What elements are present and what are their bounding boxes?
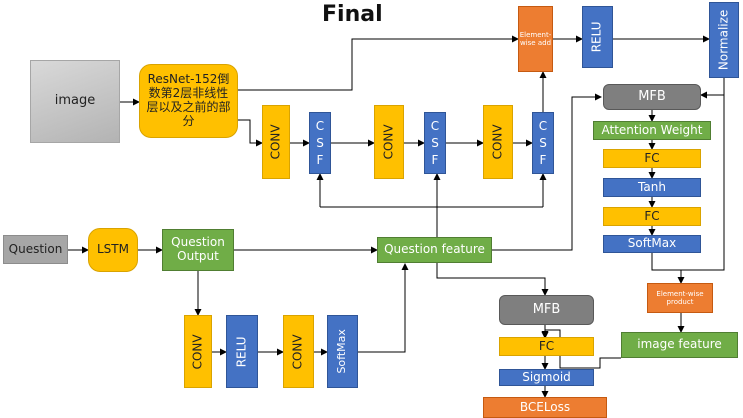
softmax-label: SoftMax (335, 329, 349, 374)
conv-label: CONV (268, 124, 283, 160)
csf-f: F (539, 152, 547, 167)
question-output-node: Question Output (162, 229, 234, 271)
image-feature-node: image feature (621, 332, 738, 358)
conv-label: CONV (290, 333, 305, 369)
conv-node-2: CONV (374, 105, 404, 179)
fc-node-2: FC (603, 207, 701, 226)
diagram-title: Final (322, 2, 383, 27)
conv-node-1: CONV (262, 105, 290, 179)
fc-node-lower: FC (499, 337, 594, 356)
normalize-node: Normalize (709, 2, 739, 78)
conv-label: CONV (490, 124, 505, 160)
attention-weight-node: Attention Weight (593, 121, 711, 140)
csf-c: C (315, 118, 325, 133)
csf-node-3: C S F (532, 112, 554, 174)
sigmoid-node: Sigmoid (499, 369, 594, 386)
question-node: Question (3, 235, 68, 264)
image-node: image (30, 60, 120, 143)
softmax-node-right: SoftMax (603, 235, 701, 253)
csf-s: S (539, 135, 547, 150)
relu-node-top: RELU (582, 6, 613, 68)
csf-c: C (538, 118, 548, 133)
conv-label: CONV (190, 333, 205, 369)
csf-node-2: C S F (424, 112, 446, 174)
conv-node-lower-2: CONV (283, 315, 314, 388)
conv-node-lower-1: CONV (184, 315, 212, 388)
question-feature-node: Question feature (377, 237, 492, 263)
csf-f: F (431, 152, 439, 167)
conv-node-3: CONV (483, 105, 513, 179)
relu-node-lower: RELU (226, 315, 258, 388)
normalize-label: Normalize (716, 9, 731, 71)
bceloss-node: BCELoss (483, 397, 607, 418)
elementwise-add-node: Element-wise add (518, 6, 553, 72)
lstm-node: LSTM (88, 228, 138, 272)
elementwise-product-node: Element-wise product (647, 283, 713, 313)
tanh-node: Tanh (603, 178, 701, 197)
csf-f: F (316, 152, 324, 167)
mfb-node-lower: MFB (499, 295, 594, 325)
csf-c: C (430, 118, 440, 133)
csf-s: S (431, 135, 439, 150)
resnet-node: ResNet-152倒数第2层非线性层以及之前的部分 (139, 64, 238, 138)
relu-label: RELU (234, 336, 249, 367)
csf-s: S (316, 135, 324, 150)
mfb-node-top: MFB (603, 84, 701, 110)
relu-label: RELU (589, 21, 604, 53)
fc-node-1: FC (603, 149, 701, 168)
csf-node-1: C S F (309, 112, 331, 174)
softmax-node-lower: SoftMax (327, 315, 358, 388)
conv-label: CONV (381, 124, 396, 160)
